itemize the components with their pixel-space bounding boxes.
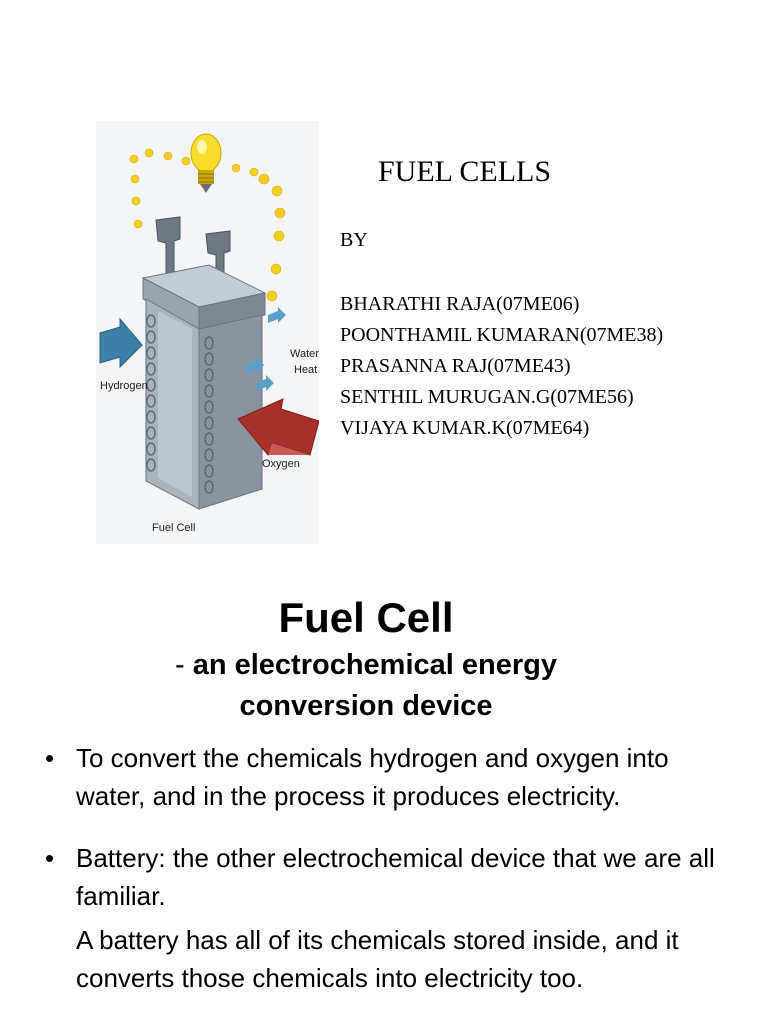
fuel-cell-body <box>141 264 267 510</box>
water-heat-label-line1: Water/ <box>290 348 319 360</box>
slide-title: FUEL CELLS <box>378 155 552 188</box>
subheading-dash: - <box>174 649 193 681</box>
bullet-text: To convert the chemicals hydrogen and ox… <box>76 743 669 811</box>
light-bulb-icon <box>190 133 222 193</box>
bullet-text: Battery: the other electrochemical devic… <box>76 843 715 911</box>
author-list: BHARATHI RAJA(07ME06) POONTHAMIL KUMARAN… <box>340 289 663 444</box>
author-name: VIJAYA KUMAR.K(07ME64) <box>340 417 590 439</box>
author-name: POONTHAMIL KUMARAN(07ME38) <box>340 324 664 346</box>
subheading-line2: conversion device <box>239 690 493 722</box>
bullet-icon: • <box>45 743 55 773</box>
hydrogen-arrow-icon <box>99 317 143 369</box>
bullet-item: • Battery: the other electrochemical dev… <box>45 839 745 915</box>
fuel-cell-label: Fuel Cell <box>152 522 195 534</box>
bullet-item: • To convert the chemicals hydrogen and … <box>45 739 745 815</box>
author-name: SENTHIL MURUGAN.G(07ME56) <box>340 386 634 408</box>
oxygen-label: Oxygen <box>262 458 300 470</box>
slide-heading: Fuel Cell <box>278 594 454 641</box>
water-heat-label-line2: Heat <box>294 364 317 376</box>
fuel-cell-illustration: Hydrogen Water/ Heat Oxygen Fuel Cell <box>96 121 319 544</box>
author-name: PRASANNA RAJ(07ME43) <box>340 355 571 377</box>
bullet-list: • To convert the chemicals hydrogen and … <box>45 739 745 997</box>
author-name: BHARATHI RAJA(07ME06) <box>340 293 580 315</box>
bullet-text: A battery has all of its chemicals store… <box>76 925 679 993</box>
coil-right <box>204 336 214 494</box>
bullet-item: A battery has all of its chemicals store… <box>45 921 745 997</box>
bullet-icon: • <box>45 843 55 873</box>
subheading-line1: an electrochemical energy <box>192 649 557 681</box>
circuit-beads <box>129 148 286 302</box>
by-label: BY <box>340 229 368 251</box>
water-heat-arrows-icon <box>246 307 286 391</box>
hydrogen-label: Hydrogen <box>100 380 148 392</box>
oxygen-arrow-icon <box>237 398 319 457</box>
coil-left <box>146 314 156 472</box>
slide-subheading: - an electrochemical energy conversion de… <box>0 645 732 727</box>
